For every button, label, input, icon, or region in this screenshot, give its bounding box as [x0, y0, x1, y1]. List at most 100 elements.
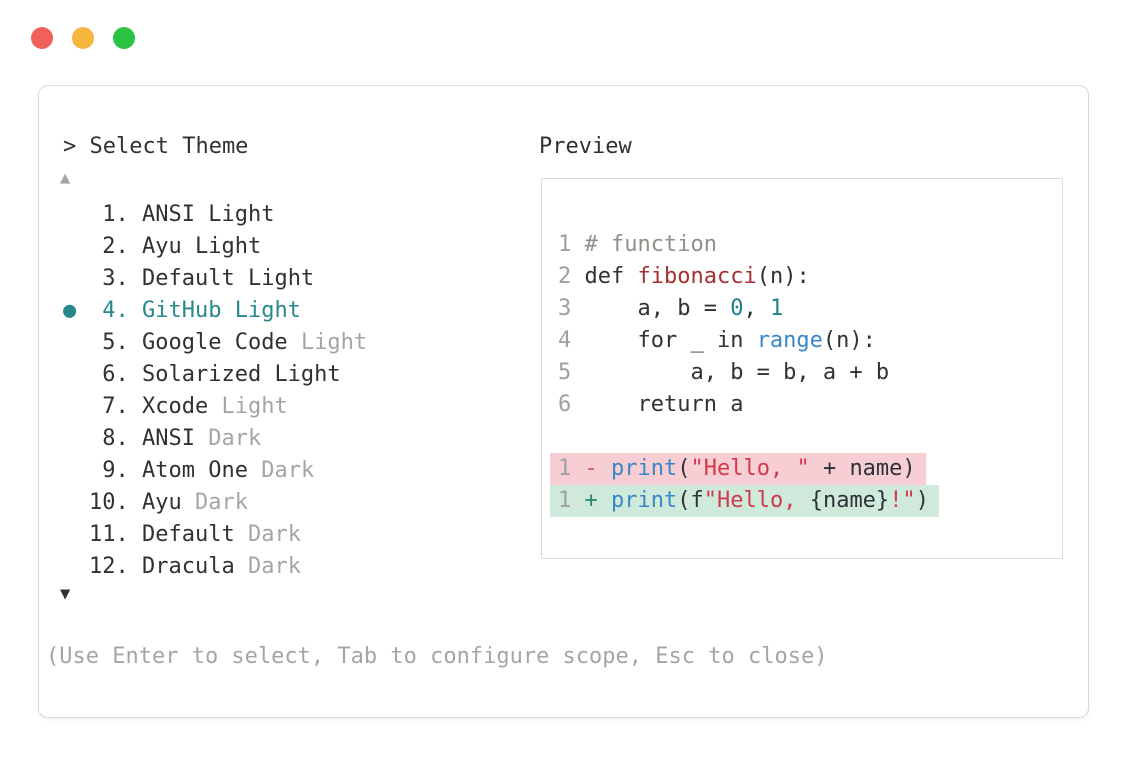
code-token-string: !" [889, 488, 916, 513]
code-token-text: (n): [822, 328, 876, 353]
scroll-up-icon[interactable]: ▲ [60, 168, 71, 188]
window-controls [31, 27, 154, 49]
theme-list-item[interactable]: 12. Dracula Dark [63, 551, 367, 583]
code-line: 2 def fibonacci(n): [558, 261, 1062, 293]
code-token-minus: - [584, 456, 611, 481]
theme-list-item[interactable]: 2. Ayu Light [63, 231, 367, 263]
bullet-placeholder [63, 359, 89, 391]
theme-variant: Dark [247, 554, 301, 579]
theme-picker-window: > Select Theme ▲ 1. ANSI Light 2. Ayu Li… [38, 85, 1089, 718]
theme-name: Ayu [141, 490, 195, 515]
theme-number: 10. [89, 490, 142, 515]
code-token-builtin: print [611, 456, 678, 481]
code-line: 1 # function [558, 229, 1062, 261]
theme-variant: Light [208, 202, 275, 227]
zoom-button-icon[interactable] [113, 27, 135, 49]
code-token-text: ( [677, 456, 691, 481]
theme-number: 5. [89, 330, 142, 355]
diff-removed-highlight: 1 - print("Hello, " + name) [550, 453, 926, 485]
theme-number: 6. [89, 362, 142, 387]
bullet-placeholder [63, 423, 89, 455]
theme-number: 11. [89, 522, 142, 547]
theme-number: 2. [89, 234, 142, 259]
theme-list-item[interactable]: 8. ANSI Dark [63, 423, 367, 455]
code-line: 4 for _ in range(n): [558, 325, 1062, 357]
theme-name: Atom One [141, 458, 262, 483]
theme-list-item[interactable]: 5. Google Code Light [63, 327, 367, 359]
code-token-text: + name) [809, 456, 916, 481]
bullet-placeholder [63, 263, 89, 295]
line-number: 5 [558, 360, 585, 385]
line-number: 6 [558, 392, 585, 417]
minimize-button-icon[interactable] [72, 27, 94, 49]
theme-list-item[interactable]: ● 4. GitHub Light [63, 295, 367, 327]
code-token-builtin: range [756, 328, 823, 353]
code-token-text: (f [677, 488, 704, 513]
scroll-down-icon[interactable]: ▼ [60, 584, 71, 604]
theme-variant: Light [234, 298, 301, 323]
bullet-placeholder [63, 519, 89, 551]
diff-line-added: 1 + print(f"Hello, {name}!") [550, 485, 1062, 517]
line-number: 3 [558, 296, 585, 321]
theme-name: Google Code [141, 330, 301, 355]
bullet-placeholder [63, 551, 89, 583]
theme-name: Default [141, 266, 248, 291]
bullet-placeholder [63, 327, 89, 359]
theme-list-item[interactable]: 7. Xcode Light [63, 391, 367, 423]
theme-name: Xcode [141, 394, 222, 419]
theme-name: Ayu [141, 234, 195, 259]
theme-list-item[interactable]: 9. Atom One Dark [63, 455, 367, 487]
theme-list: 1. ANSI Light 2. Ayu Light 3. Default Li… [63, 199, 367, 583]
theme-list-item[interactable]: 1. ANSI Light [63, 199, 367, 231]
theme-name: ANSI [141, 202, 209, 227]
line-number: 2 [558, 264, 585, 289]
theme-number: 3. [89, 266, 142, 291]
theme-variant: Light [274, 362, 341, 387]
blank-line [558, 421, 1062, 453]
code-token-text: (n): [756, 264, 810, 289]
code-line: 3 a, b = 0, 1 [558, 293, 1062, 325]
theme-list-item[interactable]: 6. Solarized Light [63, 359, 367, 391]
code-token-text: a, b = b, a + b [584, 360, 890, 385]
line-number: 1 [558, 232, 585, 257]
theme-name: Solarized [141, 362, 275, 387]
select-theme-prompt: > Select Theme [63, 134, 249, 159]
code-token-func: fibonacci [637, 264, 757, 289]
line-number: 1 [558, 456, 585, 481]
code-token-text: {name} [809, 488, 890, 513]
code-token-text: def [584, 264, 638, 289]
selected-bullet-icon: ● [63, 298, 77, 323]
bullet-placeholder [63, 199, 89, 231]
theme-name: ANSI [141, 426, 209, 451]
theme-variant: Light [300, 330, 368, 355]
theme-variant: Light [247, 266, 315, 291]
theme-number: 4. [89, 298, 142, 323]
code-token-text: return a [584, 392, 744, 417]
code-token-plus: + [584, 488, 611, 513]
theme-list-item[interactable]: 10. Ayu Dark [63, 487, 367, 519]
bullet-placeholder [63, 391, 89, 423]
theme-list-item[interactable]: 3. Default Light [63, 263, 367, 295]
code-token-comment: # function [584, 232, 717, 257]
preview-title: Preview [539, 134, 632, 159]
code-line: 5 a, b = b, a + b [558, 357, 1062, 389]
code-token-text: ) [915, 488, 929, 513]
theme-variant: Dark [194, 490, 248, 515]
theme-number: 12. [89, 554, 142, 579]
theme-number: 8. [89, 426, 142, 451]
code-token-text: , [743, 296, 770, 321]
diff-added-highlight: 1 + print(f"Hello, {name}!") [550, 485, 939, 517]
theme-list-item[interactable]: 11. Default Dark [63, 519, 367, 551]
bullet-placeholder [63, 455, 89, 487]
close-button-icon[interactable] [31, 27, 53, 49]
code-token-text: a, b = [584, 296, 731, 321]
code-token-text: for _ in [584, 328, 757, 353]
theme-name: Dracula [141, 554, 248, 579]
code-token-builtin: print [611, 488, 678, 513]
help-text: (Use Enter to select, Tab to configure s… [46, 644, 828, 669]
theme-variant: Dark [247, 522, 301, 547]
code-token-string: "Hello, " [690, 456, 810, 481]
code-token-num: 1 [769, 296, 784, 321]
